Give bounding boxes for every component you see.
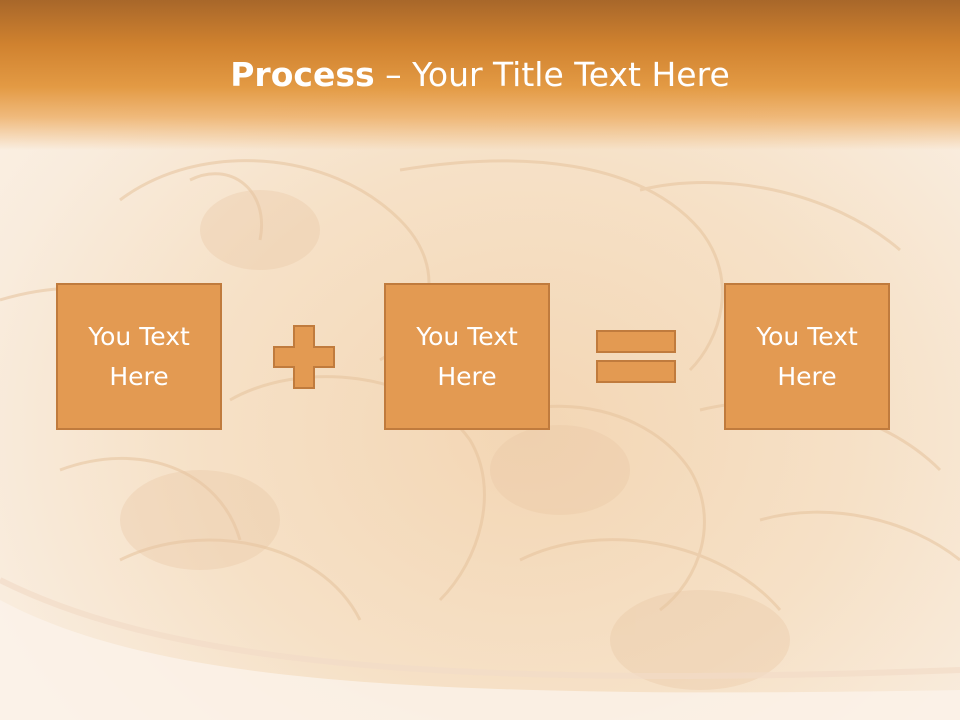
plus-icon[interactable] xyxy=(273,325,335,389)
equals-icon[interactable] xyxy=(596,330,676,384)
title-bold-word: Process xyxy=(230,55,375,94)
process-box-3-text: You Text Here xyxy=(756,321,858,391)
process-box-1-text: You Text Here xyxy=(88,321,190,391)
process-box-2-text: You Text Here xyxy=(416,321,518,391)
slide-title[interactable]: Process – Your Title Text Here xyxy=(0,52,960,98)
title-rest-text: – Your Title Text Here xyxy=(385,55,730,94)
process-box-3[interactable]: You Text Here xyxy=(724,283,890,430)
title-bar xyxy=(0,0,960,150)
process-box-1[interactable]: You Text Here xyxy=(56,283,222,430)
process-box-2[interactable]: You Text Here xyxy=(384,283,550,430)
